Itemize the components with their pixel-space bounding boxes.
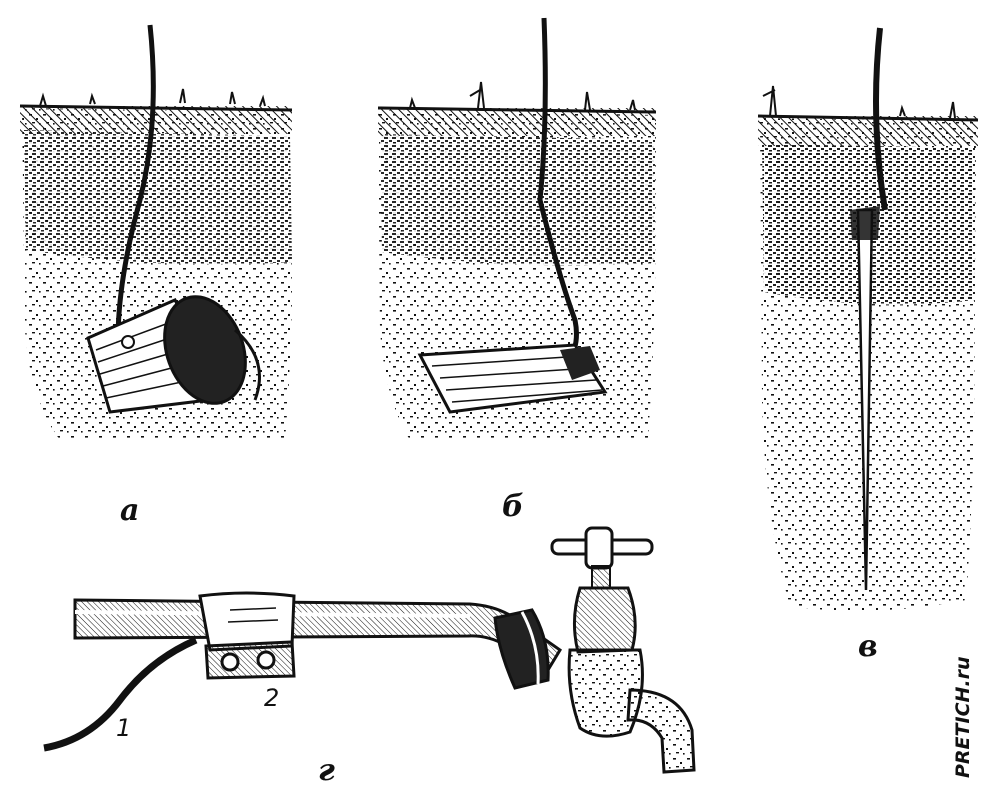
- panel-b-wire: [537, 17, 579, 364]
- panel-b-soil: [377, 81, 657, 440]
- label-panel-g: г: [318, 753, 335, 788]
- panel-v-wire: [873, 27, 888, 211]
- water-tap: [550, 526, 696, 774]
- clamp-bolt-right: [256, 650, 276, 670]
- label-part-2: 2: [264, 684, 280, 712]
- ground-wire: [43, 636, 198, 752]
- label-panel-v: в: [858, 629, 878, 664]
- metal-plate: [417, 343, 608, 414]
- label-panel-a: а: [120, 493, 140, 528]
- label-part-1: 1: [116, 714, 132, 742]
- clamp-bolt-left: [220, 652, 240, 672]
- bucket: [86, 295, 261, 414]
- panel-v-turf: [758, 116, 978, 146]
- panel-a-wire: [115, 24, 156, 341]
- water-pipe: [73, 598, 563, 673]
- pipe-coupling: [493, 608, 550, 690]
- panel-a-soil: [19, 88, 293, 440]
- watermark: PRETICH.ru: [952, 656, 974, 778]
- ground-clamp: [198, 591, 296, 680]
- label-panel-b: б: [502, 489, 524, 524]
